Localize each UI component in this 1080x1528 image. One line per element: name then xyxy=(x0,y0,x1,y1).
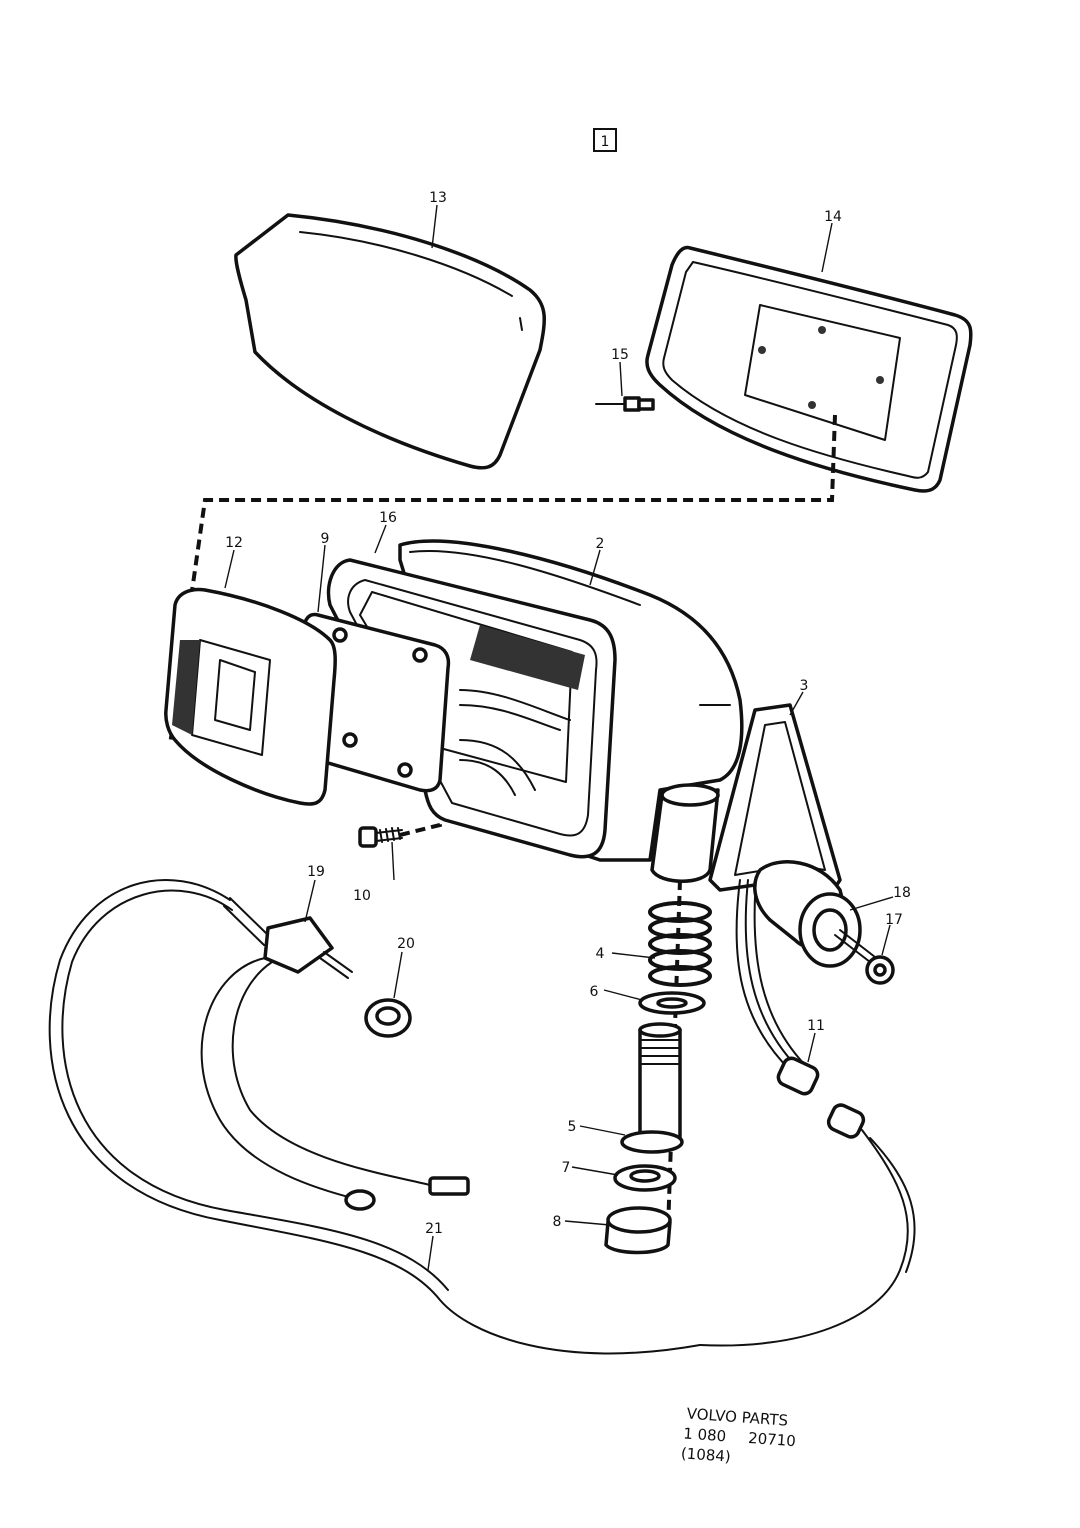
part-6-washer xyxy=(638,991,706,1015)
callout-18: 18 xyxy=(893,885,911,901)
callout-8: 8 xyxy=(553,1214,562,1230)
callout-5: 5 xyxy=(568,1119,577,1135)
part-19-switch xyxy=(200,897,470,1211)
part-16-gasket xyxy=(326,558,617,859)
callout-10: 10 xyxy=(353,888,371,904)
callout-12: 12 xyxy=(225,535,243,551)
callout-17: 17 xyxy=(885,912,903,928)
callout-3: 3 xyxy=(800,678,809,694)
figure-badge-number: 1 xyxy=(601,134,610,150)
part-20-nut xyxy=(364,998,412,1038)
part-14-mirror-glass-backed xyxy=(645,245,973,493)
callout-2: 2 xyxy=(596,536,605,552)
callout-16: 16 xyxy=(379,510,397,526)
assembly-line-10-to-9 xyxy=(399,769,447,837)
volvo-parts-stamp: VOLVO PARTS 1 080 20710 (1084) xyxy=(680,1405,797,1466)
part-11-connector xyxy=(699,879,916,1347)
stamp-line-2b: 20710 xyxy=(748,1429,797,1450)
callout-14: 14 xyxy=(824,209,842,225)
callout-13: 13 xyxy=(429,190,447,206)
part-18-motor xyxy=(753,860,862,968)
callout-15: 15 xyxy=(611,347,629,363)
stamp-line-2a: 1 080 xyxy=(683,1424,727,1445)
part-7-bushing xyxy=(613,1164,677,1192)
figure-badge: 1 xyxy=(593,128,617,152)
callout-21: 21 xyxy=(425,1221,443,1237)
callout-20: 20 xyxy=(397,936,415,952)
callout-numbers: 13 14 15 16 2 12 9 3 10 19 20 4 6 5 7 8 … xyxy=(225,190,911,1237)
callout-6: 6 xyxy=(590,984,599,1000)
part-12-cover xyxy=(164,587,337,806)
part-5-pivot-shaft xyxy=(620,1022,684,1154)
part-10-screw xyxy=(358,826,403,848)
leader-lines xyxy=(224,204,894,1271)
part-21-cable xyxy=(48,879,701,1355)
callout-9: 9 xyxy=(321,531,330,547)
part-15-pin xyxy=(595,396,655,412)
part-17-bolt xyxy=(834,929,895,985)
part-8-rubber-boot xyxy=(604,1206,672,1255)
part-13-mirror-glass xyxy=(234,213,546,470)
callout-19: 19 xyxy=(307,864,325,880)
callout-4: 4 xyxy=(596,946,605,962)
stamp-line-3: (1084) xyxy=(680,1444,731,1465)
pivot-sleeve xyxy=(650,783,720,883)
callout-11: 11 xyxy=(807,1018,825,1034)
part-4-spring xyxy=(648,901,712,987)
callout-7: 7 xyxy=(562,1160,571,1176)
